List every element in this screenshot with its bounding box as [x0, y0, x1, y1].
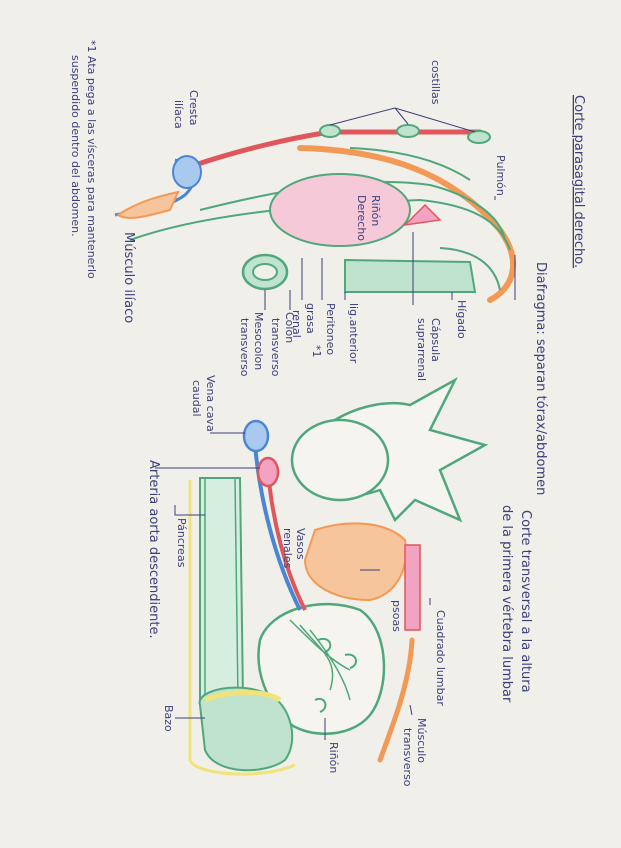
- note-line-2: suspendido dentro del abdomen.: [69, 55, 82, 237]
- capsula-label-2: suprarrenal: [415, 318, 428, 381]
- corte-label-1: Corte transversal a la altura: [518, 510, 533, 693]
- rib-oval: [467, 130, 491, 144]
- mesocolon-label-2: transverso: [238, 318, 251, 377]
- lig-anterior-label: lig.anterior: [347, 303, 360, 364]
- rinon-derecho-label-1: Riñón: [369, 195, 382, 226]
- peritoneo-label-1: Peritoneo: [324, 303, 337, 355]
- transverse-leaders: [155, 432, 431, 740]
- cuadrado-lumbar-label: Cuadrado lumbar: [434, 610, 447, 706]
- vena-cava-shape: [242, 419, 270, 453]
- spleen-shape: [198, 686, 294, 772]
- renal-vein-line: [253, 444, 302, 611]
- colon-label-1: Colon: [283, 312, 296, 343]
- costillas-label: costillas: [429, 60, 442, 105]
- rinon-label: Riñón: [327, 742, 340, 773]
- renal-artery-line: [266, 469, 307, 611]
- iliac-crest-bone: [172, 155, 202, 189]
- right-leaders: [412, 232, 516, 305]
- kidney-pelvis-lines: [289, 619, 351, 701]
- costillas-leader: [329, 107, 476, 133]
- diafragma-label: Diafragma: separan tórax/abdomen: [533, 262, 548, 495]
- aorta-shape: [256, 456, 280, 488]
- diaphragm-line: [297, 145, 517, 303]
- vena-cava-label-1: Vena cava: [204, 375, 217, 432]
- iliac-muscle-shape: [116, 190, 180, 219]
- musculo-transverso-label-2: transverso: [401, 728, 414, 787]
- pancreas-label: Páncreas: [175, 518, 188, 568]
- mesocolon-label-1: Mesocolon: [252, 312, 265, 370]
- vertebral-body: [290, 418, 390, 502]
- higado-label: Hígado: [455, 300, 468, 339]
- bazo-label: Bazo: [162, 705, 175, 732]
- bottom-leaders: [264, 258, 346, 310]
- grasa-renal-label-2: renal: [290, 310, 303, 338]
- vena-cava-label-2: caudal: [190, 380, 203, 417]
- cresta-label-2: ilíaca: [172, 100, 185, 129]
- liver-shape: [344, 258, 477, 293]
- vasos-renales-label-1: Vasos: [294, 528, 307, 560]
- peritoneo-label-2: *1: [310, 345, 323, 358]
- note-line-1: *1 Ata pega a las vísceras para mantener…: [85, 40, 98, 279]
- transverse-muscle-line: [377, 637, 415, 763]
- grasa-renal-label-1: grasa: [304, 303, 317, 334]
- corte-label-2: de la primera vértebra lumbar: [499, 505, 514, 703]
- pulmon-label: Pulmón: [494, 155, 507, 196]
- cresta-label-1: Cresta: [187, 90, 200, 126]
- colon-inner: [252, 263, 278, 281]
- parasagittal-section: [114, 107, 517, 310]
- pleura-line: [349, 147, 471, 181]
- title-label: Corte parasagital derecho.: [571, 95, 586, 268]
- transverse-section: [155, 376, 489, 776]
- psoas-label: psoas: [390, 600, 403, 632]
- right-kidney-shape: [269, 173, 411, 247]
- rinon-derecho-label-2: Derecho: [355, 195, 368, 241]
- colon-label-2: transverso: [269, 318, 282, 377]
- peritoneum-line-inner: [199, 180, 506, 241]
- adrenal-gland-shape: [402, 203, 442, 227]
- kidney-calyces: [314, 637, 357, 713]
- rib-oval: [319, 124, 341, 138]
- spleen-yellow-cap: [204, 690, 282, 703]
- yellow-outline: [188, 480, 296, 776]
- arteria-aorta-label: Arteria aorta descendiente.: [146, 460, 161, 639]
- psoas-shape: [303, 522, 407, 602]
- musculo-iliaco-label: Músculo ilíaco: [121, 232, 136, 323]
- capsula-label-1: Cápsula: [429, 318, 442, 362]
- quadratus-lumborum-shape: [404, 544, 421, 631]
- musculo-transverso-label-1: Músculo: [415, 718, 428, 763]
- liver-edge: [439, 247, 501, 291]
- rib-oval: [396, 124, 420, 138]
- vasos-renales-label-2: renales: [281, 528, 294, 569]
